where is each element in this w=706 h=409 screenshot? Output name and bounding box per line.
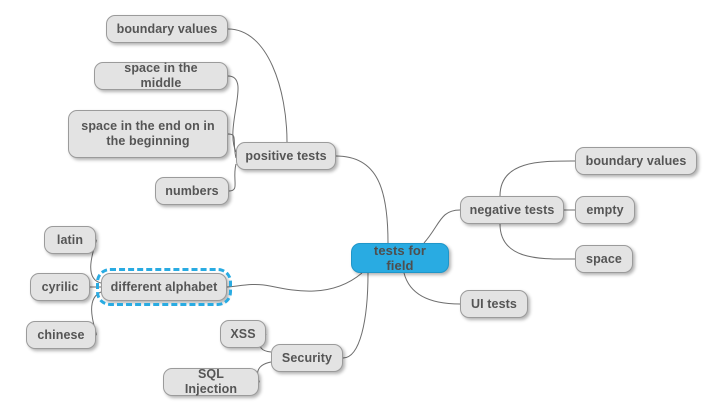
mindmap-edge: [226, 272, 363, 292]
mindmap-node-boundary-values-positive[interactable]: boundary values: [106, 15, 228, 43]
mindmap-node-space-in-the-end[interactable]: space in the end on in the beginning: [68, 110, 228, 158]
mindmap-edge: [227, 28, 288, 143]
mindmap-node-negative-tests[interactable]: negative tests: [460, 196, 564, 224]
mindmap-edge: [499, 160, 576, 197]
mindmap-node-space-in-the-middle[interactable]: space in the middle: [94, 61, 228, 90]
mindmap-node-space[interactable]: space: [575, 245, 633, 273]
mindmap-node-chinese[interactable]: chinese: [26, 321, 96, 349]
mindmap-node-empty[interactable]: empty: [575, 196, 635, 224]
mindmap-edge: [423, 209, 461, 244]
mindmap-node-xss[interactable]: XSS: [220, 320, 266, 348]
mindmap-node-security[interactable]: Security: [271, 344, 343, 372]
mindmap-node-boundary-values-negative[interactable]: boundary values: [575, 147, 697, 175]
mindmap-edge: [228, 163, 237, 192]
mindmap-node-latin[interactable]: latin: [44, 226, 96, 254]
mindmap-edge: [335, 155, 389, 244]
mindmap-node-numbers[interactable]: numbers: [155, 177, 229, 205]
mindmap-edge: [227, 133, 237, 159]
mindmap-edge: [342, 272, 369, 359]
mindmap-node-cyrilic[interactable]: cyrilic: [30, 273, 90, 301]
mindmap-node-different-alphabet[interactable]: different alphabet: [96, 268, 232, 306]
mindmap-node-sql-injection[interactable]: SQL Injection: [163, 367, 259, 396]
mindmap-node-ui-tests[interactable]: UI tests: [460, 290, 528, 318]
mindmap-edge: [227, 75, 239, 153]
mindmap-edge: [403, 272, 461, 305]
mindmap-node-positive-tests[interactable]: positive tests: [236, 142, 336, 170]
mindmap-edge: [499, 223, 576, 260]
mindmap-edge: [257, 361, 272, 383]
mindmap-node-root[interactable]: tests for field: [351, 243, 449, 273]
